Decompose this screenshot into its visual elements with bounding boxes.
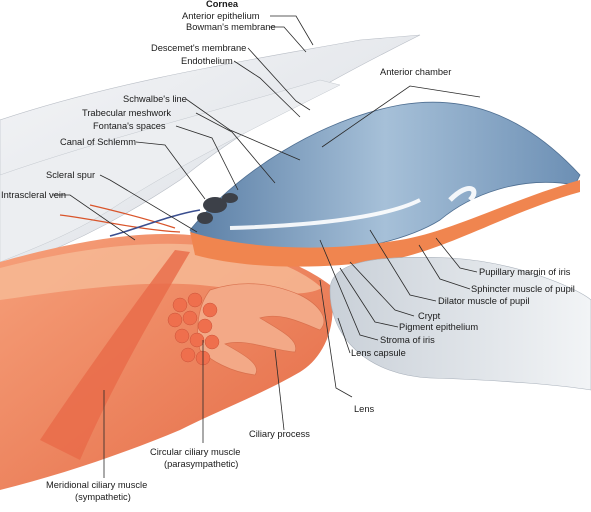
label-trabecular-meshwork: Trabecular meshwork [82, 108, 171, 118]
circular-ciliary-muscle-bundle [167, 292, 220, 366]
label-sphincter-muscle: Sphincter muscle of pupil [471, 284, 575, 294]
intrascleral-vein-path [109, 209, 201, 237]
label-meridional-ciliary-muscle-line1: Meridional ciliary muscle [46, 480, 147, 490]
label-pigment-epithelium: Pigment epithelium [399, 322, 478, 332]
label-descemets-membrane: Descemet's membrane [151, 43, 246, 53]
label-schwalbes-line: Schwalbe's line [123, 94, 187, 104]
aqueous-flow-arrow [229, 198, 421, 230]
illustration [0, 34, 591, 490]
aqueous-flow-arrow-2 [448, 186, 477, 202]
label-pupillary-margin: Pupillary margin of iris [479, 267, 571, 277]
label-scleral-spur: Scleral spur [46, 170, 95, 180]
label-meridional-ciliary-muscle-line2: (sympathetic) [75, 492, 131, 502]
trabecular-meshwork-cluster [197, 193, 238, 224]
meridional-muscle [40, 250, 190, 460]
label-crypt: Crypt [418, 311, 441, 321]
label-lens-capsule: Lens capsule [351, 348, 406, 358]
label-dilator-muscle: Dilator muscle of pupil [438, 296, 529, 306]
label-ciliary-process: Ciliary process [249, 429, 310, 439]
label-circular-ciliary-muscle-line2: (parasympathetic) [164, 459, 238, 469]
intrascleral-vessels [59, 204, 181, 233]
label-endothelium: Endothelium [181, 56, 233, 66]
leader-lines [53, 15, 481, 478]
label-cornea: Cornea [206, 0, 239, 9]
label-canal-of-schlemm: Canal of Schlemm [60, 137, 136, 147]
label-bowmans-membrane: Bowman's membrane [186, 22, 276, 32]
iris-pigment-layer [190, 180, 580, 267]
label-anterior-epithelium: Anterior epithelium [182, 11, 260, 21]
label-intrascleral-vein: Intrascleral vein [1, 190, 66, 200]
labels: Cornea Anterior epithelium Bowman's memb… [1, 0, 575, 502]
label-fontanas-spaces: Fontana's spaces [93, 121, 166, 131]
lens-shape [329, 256, 591, 391]
cornea-inner-sheet [0, 79, 341, 263]
label-stroma-of-iris: Stroma of iris [380, 335, 435, 345]
ciliary-process-folds [197, 283, 325, 376]
label-lens: Lens [354, 404, 375, 414]
label-anterior-chamber: Anterior chamber [380, 67, 451, 77]
label-circular-ciliary-muscle-line1: Circular ciliary muscle [150, 447, 240, 457]
